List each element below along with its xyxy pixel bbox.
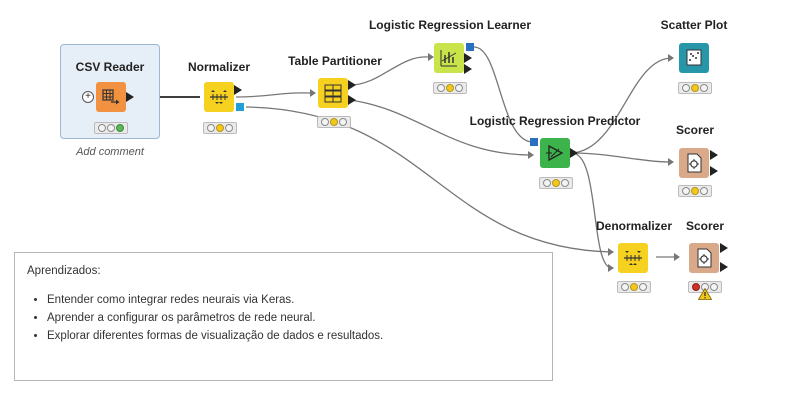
status-lamp-off — [207, 124, 215, 132]
predictor-model-input-port[interactable] — [530, 138, 538, 146]
annotation-item: Entender como integrar redes neurais via… — [47, 291, 383, 309]
connection-predictor-scorer — [571, 152, 673, 163]
scatter-plot-status — [678, 82, 712, 94]
scorer-top-title[interactable]: Scorer — [675, 123, 715, 137]
learner-output-port-1[interactable] — [464, 53, 472, 63]
status-lamp-off — [561, 179, 569, 187]
scatter-plot-node[interactable] — [679, 43, 709, 73]
lr-predictor-status — [539, 177, 573, 189]
scorer-bottom-output-port-1[interactable] — [720, 243, 728, 253]
normalizer-model-port[interactable] — [236, 103, 244, 111]
status-lamp-off — [682, 84, 690, 92]
scatter-icon — [686, 49, 702, 66]
normalizer-status — [203, 122, 237, 134]
status-lamp-red — [692, 283, 700, 291]
status-lamp-off — [455, 84, 463, 92]
scorer-top-status — [678, 185, 712, 197]
denormalizer-title[interactable]: Denormalizer — [595, 219, 673, 233]
status-lamp-off — [543, 179, 551, 187]
lr-learner-title[interactable]: Logistic Regression Learner — [368, 18, 532, 32]
partitioner-output-port-2[interactable] — [348, 95, 356, 105]
status-lamp-off — [437, 84, 445, 92]
denormalizer-status — [617, 281, 651, 293]
status-lamp-yellow — [330, 118, 338, 126]
annotation-item: Explorar diferentes formas de visualizaç… — [47, 327, 383, 345]
denormalizer-node[interactable] — [618, 243, 648, 273]
lr-predictor-node[interactable] — [540, 138, 570, 168]
status-lamp-off — [639, 283, 647, 291]
scorer-bottom-output-port-2[interactable] — [720, 262, 728, 272]
status-lamp-yellow — [446, 84, 454, 92]
status-lamp-off — [700, 187, 708, 195]
connection-partitioner-predictor — [349, 99, 533, 156]
annotation-item: Aprender a configurar os parâmetros de r… — [47, 309, 383, 327]
csv-reader-node[interactable] — [96, 82, 126, 112]
connection-normalizer-partitioner — [235, 92, 311, 98]
partitioner-output-port-1[interactable] — [348, 80, 356, 90]
status-lamp-off — [710, 283, 718, 291]
predictor-output-port[interactable] — [570, 148, 578, 158]
status-lamp-off — [98, 124, 106, 132]
connection-predictor-scatter — [571, 57, 673, 154]
learner-model-port[interactable] — [466, 43, 474, 51]
status-lamp-green — [116, 124, 124, 132]
lr-predictor-title[interactable]: Logistic Regression Predictor — [469, 114, 641, 128]
status-lamp-off — [339, 118, 347, 126]
scorer-top-output-port-1[interactable] — [710, 150, 718, 160]
lr-learner-status — [433, 82, 467, 94]
workflow-annotation[interactable]: Aprendizados: Entender como integrar red… — [14, 252, 553, 381]
connection-predictor-denormalizer — [571, 152, 613, 269]
status-lamp-yellow — [691, 187, 699, 195]
csv-reader-comment[interactable]: Add comment — [76, 146, 144, 158]
status-lamp-yellow — [691, 84, 699, 92]
status-lamp-yellow — [216, 124, 224, 132]
normalizer-node[interactable] — [204, 82, 234, 112]
scorer-icon — [697, 248, 712, 268]
learner-output-port-2[interactable] — [464, 64, 472, 74]
denormalize-icon — [624, 251, 642, 265]
status-lamp-off — [225, 124, 233, 132]
table-partitioner-status — [317, 116, 351, 128]
status-lamp-off — [700, 84, 708, 92]
normalizer-output-port[interactable] — [234, 85, 242, 95]
status-lamp-off — [321, 118, 329, 126]
add-port-icon[interactable]: + — [82, 91, 94, 103]
scorer-top-output-port-2[interactable] — [710, 166, 718, 176]
predictor-icon — [546, 144, 564, 162]
csv-reader-status — [94, 122, 128, 134]
scorer-bottom-node[interactable] — [689, 243, 719, 273]
scatter-plot-title[interactable]: Scatter Plot — [660, 18, 728, 32]
partition-icon — [324, 84, 342, 103]
scorer-top-node[interactable] — [679, 148, 709, 178]
connection-partitioner-learner — [349, 56, 429, 86]
csv-reader-title[interactable]: CSV Reader — [75, 60, 145, 74]
normalizer-title[interactable]: Normalizer — [187, 60, 251, 74]
connection-learner-predictor — [473, 46, 533, 143]
table-partitioner-title[interactable]: Table Partitioner — [288, 54, 382, 68]
status-lamp-yellow — [630, 283, 638, 291]
normalize-icon — [210, 90, 228, 104]
learner-icon — [440, 50, 457, 67]
lr-learner-node[interactable] — [434, 43, 464, 73]
status-lamp-off — [682, 187, 690, 195]
annotation-heading: Aprendizados: — [27, 265, 101, 277]
status-lamp-yellow — [552, 179, 560, 187]
status-lamp-off — [621, 283, 629, 291]
warning-icon[interactable] — [698, 288, 712, 300]
connection-normalizer-denormalizer — [245, 106, 613, 253]
scorer-icon — [687, 153, 702, 173]
annotation-list: Entender como integrar redes neurais via… — [15, 291, 383, 345]
status-lamp-off — [107, 124, 115, 132]
table-partitioner-node[interactable] — [318, 78, 348, 108]
table-icon — [102, 89, 120, 105]
csv-reader-output-port[interactable] — [126, 92, 134, 102]
scorer-bottom-title[interactable]: Scorer — [685, 219, 725, 233]
